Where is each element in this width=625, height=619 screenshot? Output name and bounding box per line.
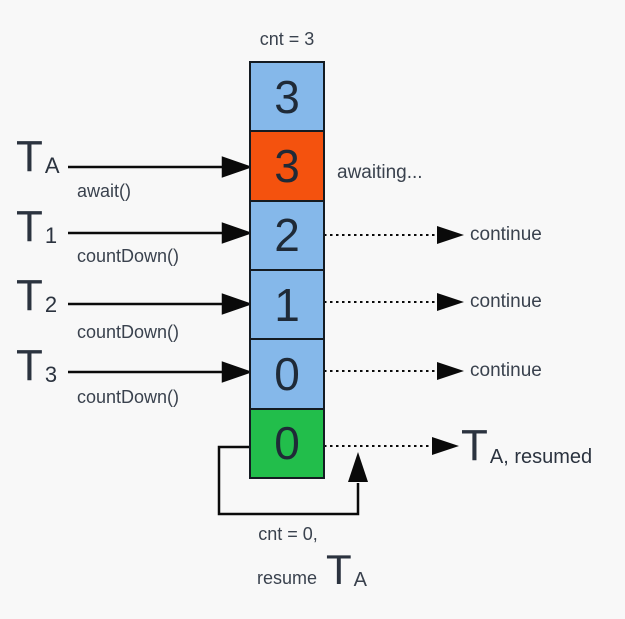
latch-cell-1-value: 3 — [274, 139, 300, 192]
continue-label-2: continue — [470, 291, 542, 312]
thread-t2-subscript: 2 — [44, 292, 58, 317]
arrowhead-continue-2-icon — [437, 293, 464, 311]
arrowhead-ta-icon — [221, 156, 253, 178]
call-label-countdown-2: countDown() — [77, 322, 180, 342]
arrowhead-resumed-icon — [432, 437, 459, 455]
thread-t3-subscript: 3 — [44, 362, 58, 387]
loop-label-line1: cnt = 0, — [258, 524, 318, 544]
arrowhead-t2-icon — [221, 293, 253, 315]
latch-cell-5-value: 0 — [274, 417, 300, 470]
continue-label-3: continue — [470, 360, 542, 381]
loop-thread-name: T — [326, 546, 352, 593]
latch-cell-5: 0 — [251, 409, 323, 477]
call-label-countdown-3: countDown() — [77, 387, 180, 407]
awaiting-label: awaiting... — [337, 162, 423, 183]
call-label-await: await() — [77, 181, 132, 201]
latch-stack: 3 3 2 1 0 0 — [249, 61, 325, 479]
resumed-subscript: A, resumed — [489, 446, 593, 468]
thread-label-t1: T1 — [16, 205, 57, 258]
loop-thread-subscript: A — [353, 569, 368, 591]
thread-t3-name: T — [16, 341, 43, 390]
latch-count-label: cnt = 3 — [259, 29, 315, 49]
arrowhead-t1-icon — [221, 222, 253, 244]
latch-cell-4: 0 — [251, 340, 323, 410]
thread-ta-subscript: A — [44, 153, 60, 178]
thread-t2-name: T — [16, 271, 43, 320]
continue-label-1: continue — [470, 224, 542, 245]
loop-resume-text: resume — [256, 568, 318, 588]
arrowhead-t3-icon — [221, 361, 253, 383]
call-label-countdown-1: countDown() — [77, 246, 180, 266]
thread-label-ta: TA — [16, 135, 60, 188]
thread-t1-name: T — [16, 202, 43, 251]
latch-cell-1: 3 — [251, 132, 323, 202]
arrowhead-continue-1-icon — [437, 226, 464, 244]
loop-back-arrowhead-icon — [348, 452, 368, 482]
arrowhead-continue-3-icon — [437, 362, 464, 380]
latch-cell-3: 1 — [251, 270, 323, 341]
latch-cell-0-value: 3 — [274, 70, 300, 123]
thread-label-t3: T3 — [16, 344, 57, 397]
latch-cell-3-value: 1 — [274, 278, 300, 331]
latch-cell-2-value: 2 — [274, 209, 300, 262]
resumed-thread-name: T — [461, 421, 488, 470]
thread-label-t2: T2 — [16, 274, 57, 327]
latch-cell-0: 3 — [251, 63, 323, 133]
thread-t1-subscript: 1 — [44, 223, 58, 248]
thread-ta-name: T — [16, 132, 43, 181]
latch-cell-2: 2 — [251, 201, 323, 271]
latch-cell-4-value: 0 — [274, 347, 300, 400]
